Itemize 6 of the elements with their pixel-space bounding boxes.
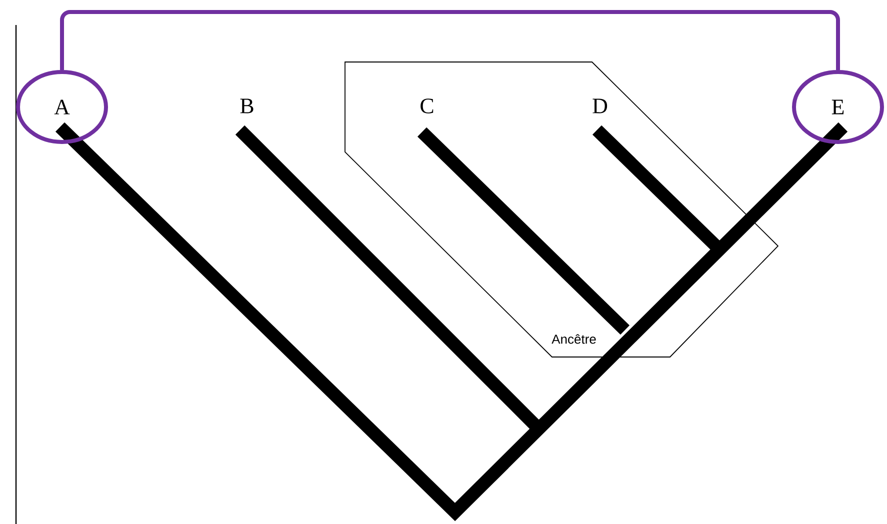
taxon-label: B [240, 98, 254, 114]
taxon-label: C [420, 98, 434, 114]
circled-label: E [792, 70, 884, 144]
circled-label: A [16, 70, 108, 144]
taxon-label: D [592, 98, 608, 114]
bracket-line [60, 10, 840, 70]
